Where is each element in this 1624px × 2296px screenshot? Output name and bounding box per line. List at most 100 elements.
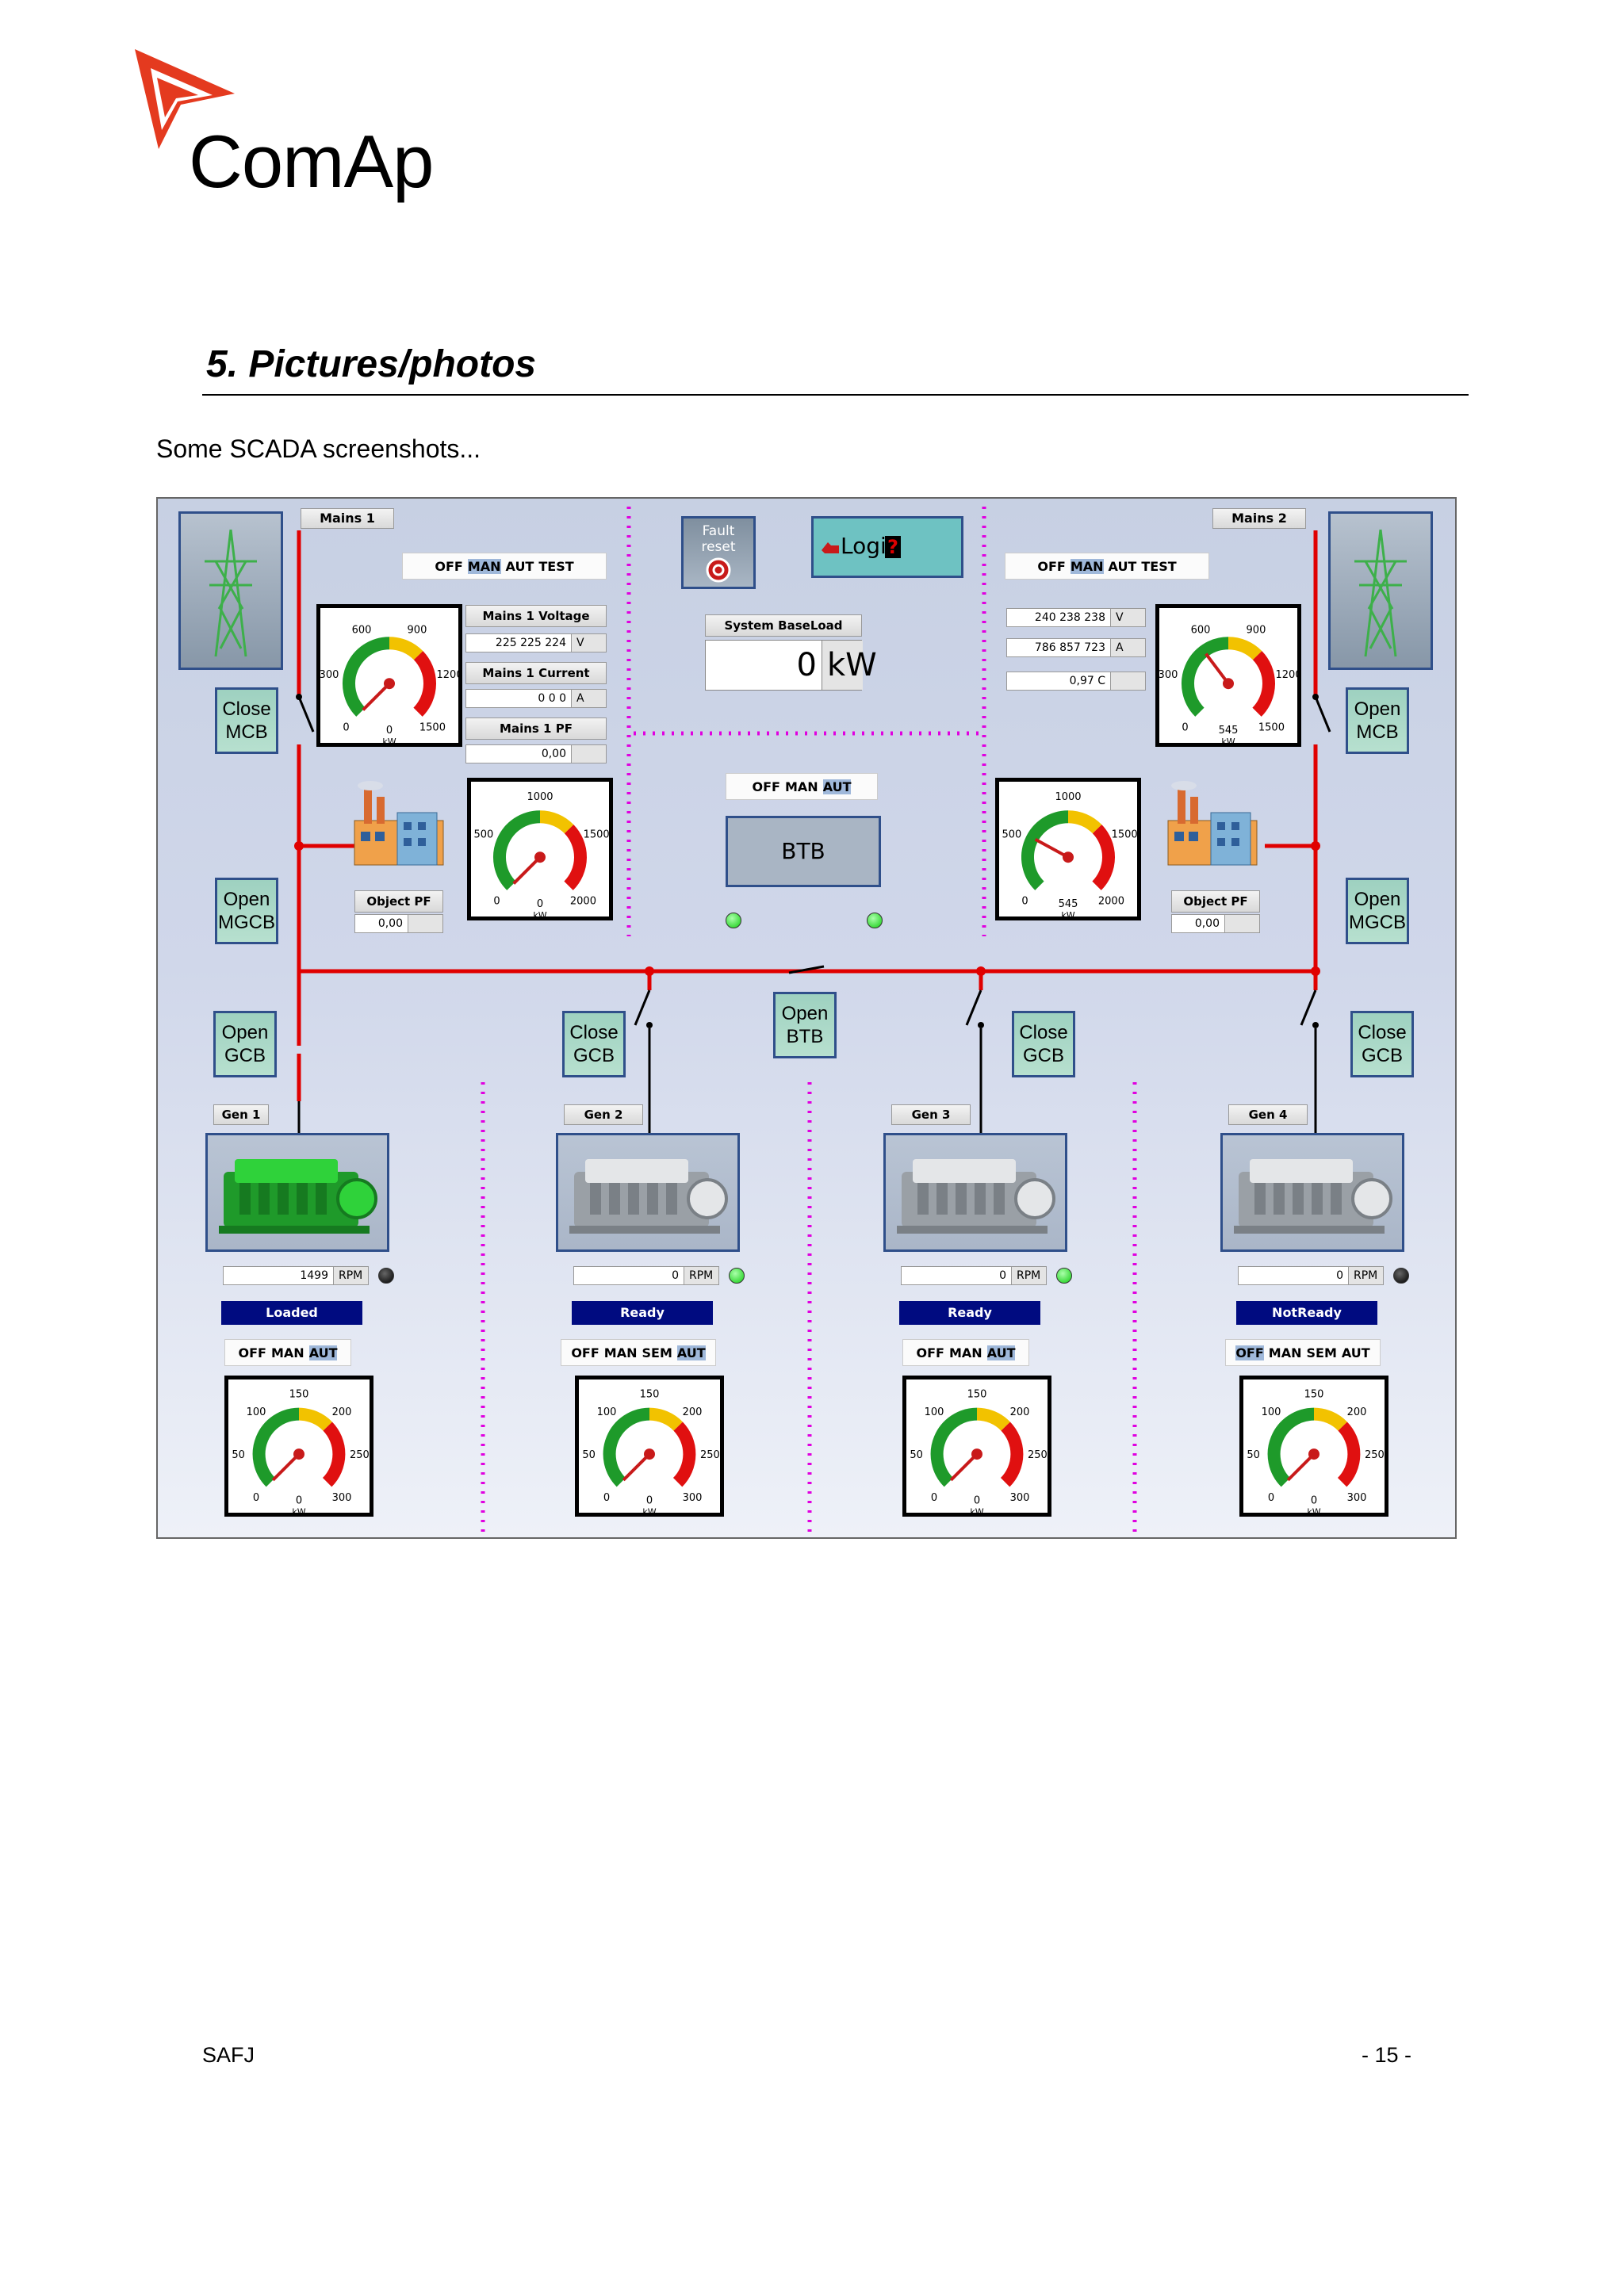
mode-off[interactable]: OFF (916, 1345, 944, 1360)
mode-man[interactable]: MAN (1268, 1345, 1302, 1360)
gauge-tick-label: 300 (1010, 1492, 1030, 1504)
gen3-label: Gen 3 (891, 1104, 971, 1125)
gauge-tick-label: 1500 (1112, 829, 1137, 841)
mode-aut[interactable]: AUT (1108, 559, 1137, 574)
gauge-tick-label: 0 (931, 1492, 937, 1504)
gauge-needle (1034, 837, 1069, 859)
mode-aut[interactable]: AUT (986, 1345, 1016, 1360)
gauge-tick-label: 100 (925, 1406, 944, 1418)
btb-left-led (726, 913, 741, 928)
gauge-tick-label: 200 (683, 1406, 703, 1418)
mode-man[interactable]: MAN (270, 1345, 304, 1360)
mode-aut[interactable]: AUT (308, 1345, 338, 1360)
gauge-band (343, 637, 390, 717)
mode-off[interactable]: OFF (571, 1345, 599, 1360)
mode-off[interactable]: OFF (435, 559, 463, 574)
gauge-hub (384, 678, 395, 690)
gauge-band (493, 810, 541, 890)
system-baseload-label: System BaseLoad (705, 614, 862, 637)
gen4-mode-selector[interactable]: OFF MAN SEM AUT (1225, 1339, 1381, 1366)
mains2-object-pf-value: 0,00 (1171, 914, 1260, 933)
gauge-tick-label: 100 (597, 1406, 617, 1418)
gauge-tick-label: 1000 (527, 791, 553, 803)
gauge-value: 0 (974, 1494, 980, 1506)
gen2-mode-selector[interactable]: OFF MAN SEM AUT (561, 1339, 716, 1366)
help-icon: ? (885, 536, 901, 558)
mode-man[interactable]: MAN (1070, 559, 1104, 574)
gauge-band (322, 1422, 346, 1487)
gauge-tick-label: 1200 (1276, 669, 1297, 681)
mode-test[interactable]: TEST (538, 559, 574, 574)
gen3-mode-selector[interactable]: OFF MAN AUT (902, 1339, 1029, 1366)
mains2-mode-selector[interactable]: OFF MAN AUT TEST (1005, 553, 1209, 580)
mode-aut[interactable]: AUT (676, 1345, 706, 1360)
single-line-diagram (294, 507, 1331, 1534)
gauge-tick-label: 150 (967, 1389, 987, 1401)
btb-right-led (867, 913, 883, 928)
gen1-mode-selector[interactable]: OFF MAN AUT (224, 1339, 351, 1366)
gauge-tick-label: 1500 (584, 829, 609, 841)
mode-test[interactable]: TEST (1141, 559, 1177, 574)
gauge-tick-label: 600 (1191, 625, 1211, 637)
gauge-tick-label: 1500 (1258, 722, 1285, 734)
mode-man[interactable]: MAN (603, 1345, 638, 1360)
gauge-tick-label: 2000 (570, 896, 596, 908)
gauge-needle (271, 1452, 301, 1482)
gauge-needle (362, 682, 391, 711)
gauge-unit: kW (970, 1506, 983, 1513)
mode-man[interactable]: MAN (467, 559, 501, 574)
gauge-unit: kW (1307, 1506, 1320, 1513)
mode-man[interactable]: MAN (948, 1345, 982, 1360)
gauge-band (930, 1407, 978, 1487)
gauge-unit: kW (382, 737, 396, 743)
mains1-object-pf-value: 0,00 (354, 914, 443, 933)
mode-off[interactable]: OFF (752, 779, 780, 794)
section-title: 5. Pictures/photos (206, 343, 537, 385)
gen3-engine-image (883, 1133, 1067, 1252)
mode-sem[interactable]: SEM (642, 1345, 672, 1360)
gauge-band (976, 1407, 1010, 1431)
mode-man[interactable]: MAN (784, 779, 818, 794)
mode-off[interactable]: OFF (1235, 1345, 1264, 1360)
mode-aut[interactable]: AUT (1341, 1345, 1370, 1360)
fault-reset-button[interactable]: Fault reset (681, 516, 756, 589)
logi-button[interactable]: Logi ? (811, 516, 963, 578)
mode-aut[interactable]: AUT (505, 559, 534, 574)
mains1-mode-selector[interactable]: OFF MAN AUT TEST (402, 553, 607, 580)
gauge-needle (512, 855, 542, 885)
mode-sem[interactable]: SEM (1306, 1345, 1337, 1360)
gauge-band (603, 1407, 650, 1487)
gauge-tick-label: 250 (1365, 1449, 1385, 1461)
gauge-band (298, 1407, 332, 1431)
gauge-unit: kW (1061, 910, 1074, 916)
mode-off[interactable]: OFF (1037, 559, 1066, 574)
gauge-tick-label: 50 (232, 1449, 245, 1461)
gauge-value: 0 (646, 1494, 653, 1506)
btb-mode-selector[interactable]: OFF MAN AUT (726, 773, 878, 800)
mode-off[interactable]: OFF (238, 1345, 266, 1360)
mode-aut[interactable]: AUT (822, 779, 852, 794)
gauge-band (564, 825, 587, 890)
reset-icon (706, 557, 731, 583)
gen3-status-badge: Ready (899, 1301, 1040, 1325)
gen2-status-badge: Ready (572, 1301, 713, 1325)
gauge-tick-label: 0 (253, 1492, 259, 1504)
